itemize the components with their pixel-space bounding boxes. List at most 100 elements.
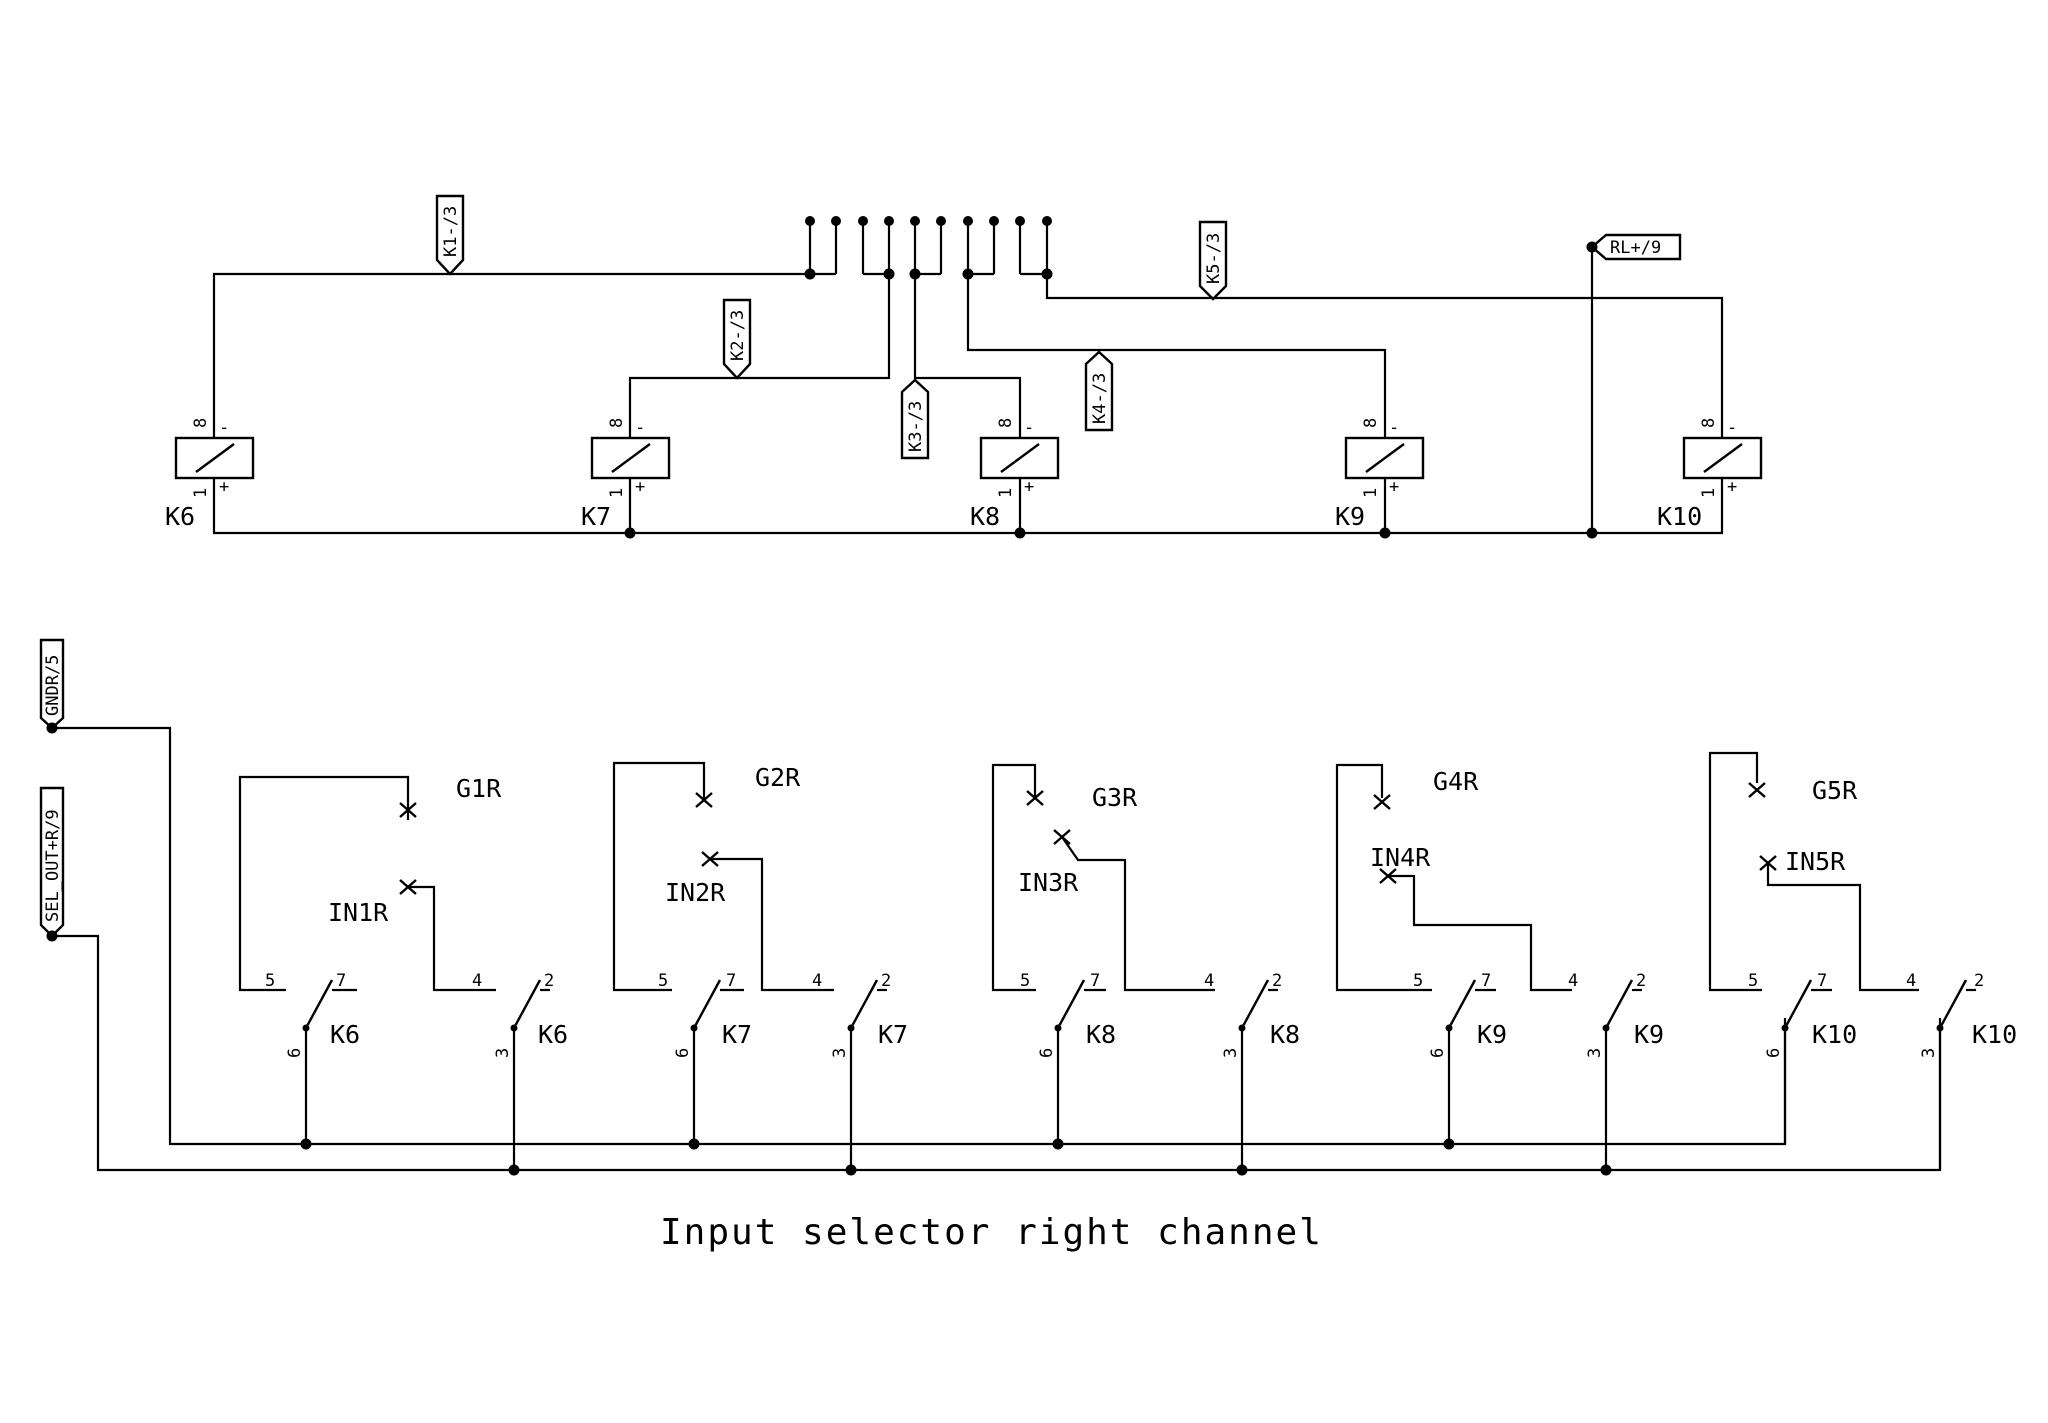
switch-pivot <box>1054 1024 1062 1032</box>
switch-pivot <box>510 1024 518 1032</box>
coil-sign-bottom: + <box>219 477 229 497</box>
relay-label: K9 <box>1335 502 1365 531</box>
pin-nc-b: 4 <box>472 971 482 991</box>
channel-5: G5R IN5R K10 K10 5 7 6 4 2 3 <box>1708 751 2017 1170</box>
switch-b-relay-label: K6 <box>538 1020 568 1049</box>
coil-sign-bottom: + <box>1727 477 1737 497</box>
net-label-k5: K5-/3 <box>1198 220 1228 301</box>
coil-sign-bottom: + <box>635 477 645 497</box>
input-label: IN3R <box>1018 868 1079 897</box>
relay-coil-k8: 8 1 - + K8 <box>970 418 1060 531</box>
pin-com-a: 6 <box>1428 1048 1448 1058</box>
switch-pivot <box>690 1024 698 1032</box>
contact-section: GNDR/5 SEL_OUT+R/9 <box>39 638 2017 1176</box>
ground-label: G5R <box>1812 776 1858 805</box>
net-label-k4-text: K4-/3 <box>1090 373 1110 424</box>
coil-pin-bottom: 1 <box>607 488 627 498</box>
pin-no-b: 2 <box>1272 971 1282 991</box>
coil-sign-bottom: + <box>1024 477 1034 497</box>
input-label: IN4R <box>1370 843 1431 872</box>
net-label-k1-text: K1-/3 <box>441 206 461 257</box>
switch-b-relay-label: K10 <box>1972 1020 2017 1049</box>
net-label-sel: SEL_OUT+R/9 <box>39 786 65 942</box>
net-label-gnd: GNDR/5 <box>39 638 65 734</box>
net-label-gnd-text: GNDR/5 <box>43 655 63 716</box>
switch-a-relay-label: K8 <box>1086 1020 1116 1049</box>
relay-label: K8 <box>970 502 1000 531</box>
ground-label: G1R <box>456 774 502 803</box>
coil-sign-top: - <box>1727 418 1737 438</box>
net-label-k2: K2-/3 <box>722 298 752 380</box>
pin-com-a: 6 <box>1037 1048 1057 1058</box>
junction-dot <box>624 527 636 539</box>
pin-com-a: 6 <box>673 1048 693 1058</box>
pin-no-b: 2 <box>881 971 891 991</box>
pin-com-a: 6 <box>1764 1048 1784 1058</box>
header-pins <box>805 216 1052 226</box>
net-label-k3: K3-/3 <box>900 378 930 460</box>
coil-sign-top: - <box>219 418 229 438</box>
input-label: IN2R <box>665 878 726 907</box>
pin-no-a: 7 <box>1817 971 1827 991</box>
coil-section: K1-/3 K2-/3 K3-/3 K4-/3 K5-/3 RL+/9 8 <box>165 194 1763 539</box>
junction-dot <box>1586 527 1598 539</box>
switch-pivot <box>1781 1024 1789 1032</box>
ground-label: G4R <box>1433 767 1479 796</box>
ground-label: G3R <box>1092 783 1138 812</box>
relay-label: K6 <box>165 502 195 531</box>
pin-nc-b: 4 <box>812 971 822 991</box>
pin-no-b: 2 <box>544 971 554 991</box>
relay-coil-k7: 8 1 - + K7 <box>581 418 671 531</box>
coil-pin-top: 8 <box>996 418 1016 428</box>
coil-nets <box>212 241 1724 539</box>
pin-no-a: 7 <box>336 971 346 991</box>
net-label-k4: K4-/3 <box>1084 350 1114 432</box>
pin-nc-a: 5 <box>658 971 668 991</box>
channel-2: G2R IN2R K7 K7 5 7 6 4 2 3 <box>612 761 908 1170</box>
pin-nc-a: 5 <box>265 971 275 991</box>
switch-pivot <box>1602 1024 1610 1032</box>
relay-coil-k9: 8 1 - + K9 <box>1335 418 1425 531</box>
coil-pin-top: 8 <box>1361 418 1381 428</box>
switch-b-relay-label: K7 <box>878 1020 908 1049</box>
junction-dot <box>1379 527 1391 539</box>
pin-no-a: 7 <box>726 971 736 991</box>
coil-sign-top: - <box>635 418 645 438</box>
switch-pivot <box>1936 1024 1944 1032</box>
junction-dot <box>1014 527 1026 539</box>
switch-a-relay-label: K10 <box>1812 1020 1857 1049</box>
switch-a-relay-label: K9 <box>1477 1020 1507 1049</box>
net-label-sel-text: SEL_OUT+R/9 <box>43 809 63 922</box>
relay-label: K7 <box>581 502 611 531</box>
switch-a-relay-label: K6 <box>330 1020 360 1049</box>
input-label: IN1R <box>328 898 389 927</box>
relay-coil-k6: 8 1 - + K6 <box>165 418 255 531</box>
net-label-k2-text: K2-/3 <box>728 310 748 361</box>
switch-b-relay-label: K8 <box>1270 1020 1300 1049</box>
relay-coil-k10: 8 1 - + K10 <box>1657 418 1763 531</box>
net-label-rl-text: RL+/9 <box>1610 238 1661 258</box>
pin-nc-b: 4 <box>1568 971 1578 991</box>
pin-nc-b: 4 <box>1906 971 1916 991</box>
diagram-title: Input selector right channel <box>660 1212 1323 1253</box>
coil-pin-bottom: 1 <box>191 488 211 498</box>
channel-4: G4R IN4R K9 K9 5 7 6 4 2 3 <box>1335 763 1664 1170</box>
channel-1: G1R IN1R K6 K6 5 7 6 4 2 3 <box>238 774 568 1170</box>
coil-sign-top: - <box>1024 418 1034 438</box>
coil-pin-top: 8 <box>1699 418 1719 428</box>
pin-com-b: 3 <box>493 1048 513 1058</box>
coil-sign-top: - <box>1389 418 1399 438</box>
pin-com-b: 3 <box>830 1048 850 1058</box>
pin-no-b: 2 <box>1974 971 1984 991</box>
switch-a-relay-label: K7 <box>722 1020 752 1049</box>
coil-pin-bottom: 1 <box>1361 488 1381 498</box>
net-label-k5-text: K5-/3 <box>1204 233 1224 284</box>
pin-com-a: 6 <box>285 1048 305 1058</box>
pin-no-a: 7 <box>1090 971 1100 991</box>
switch-pivot <box>1445 1024 1453 1032</box>
net-label-k1: K1-/3 <box>435 194 465 276</box>
net-label-rl: RL+/9 <box>1590 233 1682 261</box>
pin-com-b: 3 <box>1221 1048 1241 1058</box>
coil-pin-bottom: 1 <box>1699 488 1719 498</box>
